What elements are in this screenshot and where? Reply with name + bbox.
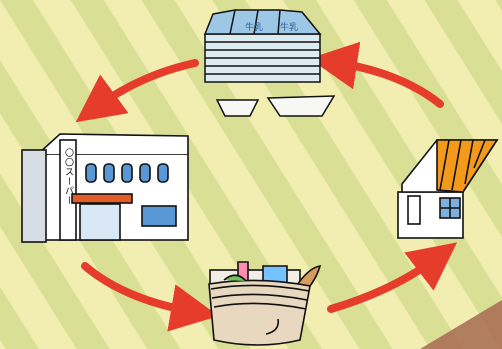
store-sign: 〇〇スーパー <box>63 148 74 205</box>
tray-left <box>215 99 260 117</box>
tray-right <box>266 95 336 117</box>
arrow-bundle-to-store <box>75 59 199 123</box>
brown-corner <box>420 300 502 349</box>
milk-label-2: 牛乳 <box>280 21 298 33</box>
cycle-arrows <box>75 41 458 332</box>
arrow-basket-to-house <box>327 242 458 313</box>
basket-icon <box>208 261 322 346</box>
house-icon <box>397 139 499 239</box>
arrow-house-to-bundle <box>309 41 444 108</box>
milk-label: 牛乳 <box>245 21 263 33</box>
supermarket-icon: 〇〇スーパー <box>21 133 189 243</box>
arrow-store-to-basket <box>81 262 219 332</box>
carton-stack-icon: 牛乳 牛乳 <box>203 9 336 117</box>
